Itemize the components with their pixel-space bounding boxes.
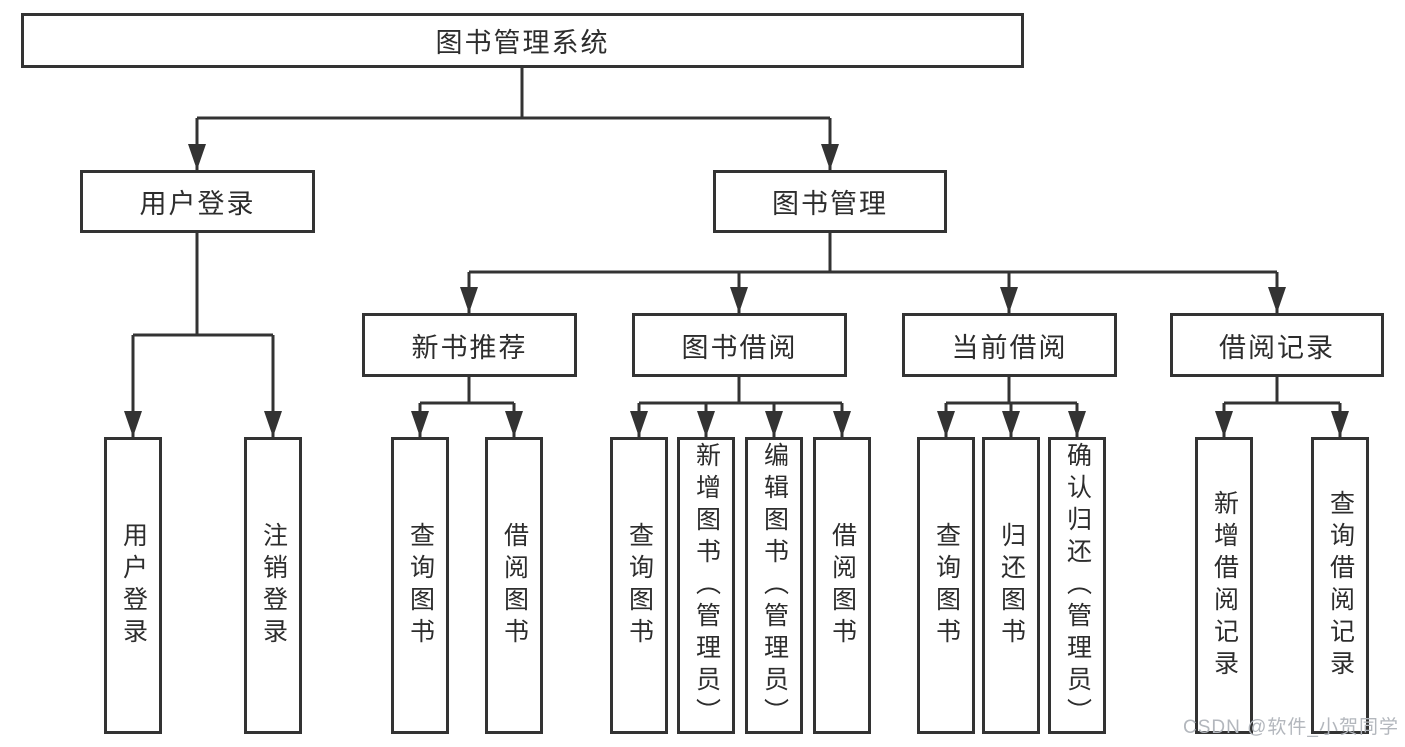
node-root-label: 图书管理系统 <box>435 28 610 58</box>
leaf-confirm-return-admin-label: 确认归还（管理员） <box>1063 441 1092 730</box>
leaf-return-books: 归还图书 <box>982 437 1040 734</box>
leaf-logout: 注销登录 <box>244 437 302 734</box>
leaf-user-login-label: 用户登录 <box>119 521 148 650</box>
leaf-query-borrow-record: 查询借阅记录 <box>1311 437 1369 734</box>
leaf-query-books-current: 查询图书 <box>917 437 975 734</box>
leaf-borrow-books-borrowing-label: 借阅图书 <box>828 521 857 650</box>
leaf-return-books-label: 归还图书 <box>997 521 1026 650</box>
leaf-edit-book-admin-label: 编辑图书（管理员） <box>760 441 789 730</box>
node-new-book-recommend: 新书推荐 <box>362 313 577 377</box>
leaf-borrow-books-recommend: 借阅图书 <box>485 437 543 734</box>
leaf-query-books-borrowing-label: 查询图书 <box>625 521 654 650</box>
leaf-add-book-admin: 新增图书（管理员） <box>677 437 735 734</box>
node-root: 图书管理系统 <box>21 13 1024 68</box>
node-borrow-records: 借阅记录 <box>1170 313 1384 377</box>
leaf-query-books-recommend: 查询图书 <box>391 437 449 734</box>
leaf-query-books-recommend-label: 查询图书 <box>406 521 435 650</box>
leaf-confirm-return-admin: 确认归还（管理员） <box>1048 437 1106 734</box>
node-user-login-label: 用户登录 <box>139 189 256 219</box>
leaf-query-borrow-record-label: 查询借阅记录 <box>1326 489 1355 682</box>
node-borrow-records-label: 借阅记录 <box>1219 332 1335 363</box>
leaf-edit-book-admin: 编辑图书（管理员） <box>745 437 803 734</box>
node-current-borrowing-label: 当前借阅 <box>951 332 1068 363</box>
leaf-borrow-books-borrowing: 借阅图书 <box>813 437 871 734</box>
node-current-borrowing: 当前借阅 <box>902 313 1117 377</box>
leaf-add-book-admin-label: 新增图书（管理员） <box>692 441 721 730</box>
leaf-logout-label: 注销登录 <box>259 521 288 650</box>
leaf-borrow-books-recommend-label: 借阅图书 <box>500 521 529 650</box>
leaf-add-borrow-record-label: 新增借阅记录 <box>1210 489 1239 682</box>
node-book-borrowing-label: 图书借阅 <box>681 332 798 363</box>
leaf-add-borrow-record: 新增借阅记录 <box>1195 437 1253 734</box>
leaf-user-login: 用户登录 <box>104 437 162 734</box>
node-book-management-label: 图书管理 <box>772 189 888 219</box>
leaf-query-books-borrowing: 查询图书 <box>610 437 668 734</box>
csdn-watermark: CSDN @软件_小贺同学 <box>1183 717 1399 738</box>
node-book-management: 图书管理 <box>713 170 947 233</box>
node-user-login: 用户登录 <box>80 170 315 233</box>
node-new-book-recommend-label: 新书推荐 <box>411 332 528 363</box>
node-book-borrowing: 图书借阅 <box>632 313 847 377</box>
leaf-query-books-current-label: 查询图书 <box>932 521 961 650</box>
